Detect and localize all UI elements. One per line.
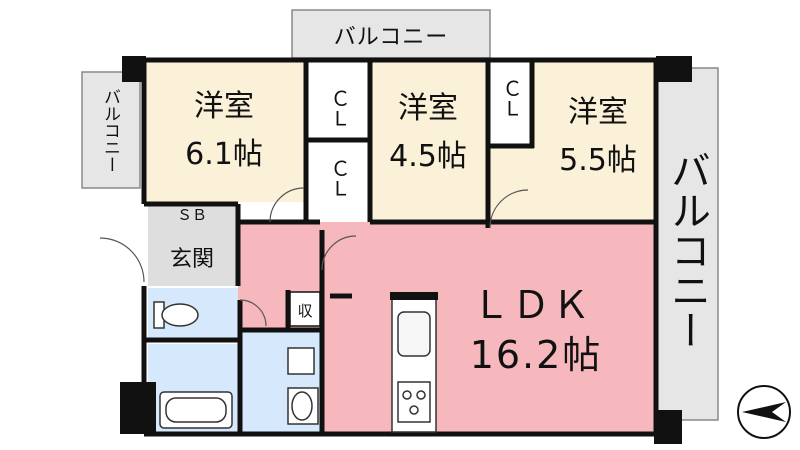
closet-1-area — [308, 62, 370, 140]
western-room-2-size: 4.5帖 — [389, 139, 467, 174]
western-room-3-size: 5.5帖 — [559, 143, 637, 178]
wall-corner-bl — [120, 382, 156, 434]
kitchen-top-bar — [390, 292, 438, 300]
stove-icon — [397, 381, 431, 423]
western-room-2-name: 洋室 — [398, 91, 458, 126]
walls — [141, 57, 659, 437]
closet-2-label: ＣＬ — [327, 158, 351, 198]
sb-label: ＳＢ — [177, 206, 207, 224]
north-arrow-icon — [737, 385, 791, 439]
balcony-right-label: バルコニー — [664, 150, 710, 350]
closet-3-area — [490, 62, 532, 146]
wall-corner-tl — [122, 56, 146, 82]
bathtub-icon — [159, 391, 233, 429]
closet-3-label: ＣＬ — [499, 78, 523, 118]
washbasin-icon — [287, 347, 319, 425]
storage-box — [289, 291, 321, 327]
western-room-2 — [370, 62, 488, 220]
closet-2-area — [308, 142, 370, 220]
balcony-left-label: バルコニー — [100, 88, 120, 173]
sb-area — [148, 204, 236, 226]
wall-corner-br — [654, 410, 682, 444]
balcony-top-label: バルコニー — [334, 25, 449, 50]
western-room-1 — [146, 62, 306, 202]
entrance-area — [148, 226, 236, 286]
western-room-3-name: 洋室 — [568, 95, 628, 130]
balcony-left — [81, 71, 141, 189]
ldk-size: 16.2帖 — [470, 333, 603, 377]
toilet-icon — [153, 301, 199, 329]
closet-1-label: ＣＬ — [327, 88, 351, 128]
kitchen-sink — [397, 311, 431, 357]
door-swings — [99, 187, 529, 327]
storage-label: 収 — [297, 302, 312, 320]
ldk-name: ＬＤＫ — [472, 283, 592, 327]
western-room-1-size: 6.1帖 — [185, 137, 263, 172]
balcony-top — [291, 9, 491, 59]
entrance-label: 玄関 — [170, 247, 214, 272]
western-room-1-name: 洋室 — [194, 89, 254, 124]
wall-corner-tr — [656, 56, 692, 82]
